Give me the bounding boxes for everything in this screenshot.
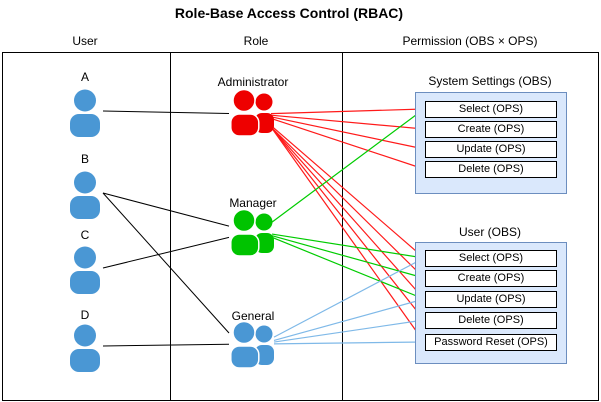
user-label-b: B bbox=[80, 152, 89, 166]
role-label-general: General bbox=[231, 309, 275, 323]
permission-group-label-user: User (OBS) bbox=[458, 225, 521, 239]
user-icon bbox=[70, 171, 100, 219]
op-box-user-delete: Delete (OPS) bbox=[425, 312, 557, 329]
user-icon bbox=[70, 246, 100, 294]
op-box-user-create: Create (OPS) bbox=[425, 270, 557, 287]
table-frame bbox=[2, 52, 599, 401]
role-icon-manager bbox=[230, 209, 274, 257]
column-divider-2 bbox=[342, 52, 343, 400]
op-box-ss-select: Select (OPS) bbox=[425, 101, 557, 118]
column-divider-1 bbox=[170, 52, 171, 400]
permission-group-label-system-settings: System Settings (OBS) bbox=[428, 74, 552, 88]
op-box-ss-update: Update (OPS) bbox=[425, 141, 557, 158]
diagram-title: Role-Base Access Control (RBAC) bbox=[174, 5, 404, 21]
user-label-a: A bbox=[80, 70, 89, 84]
column-header-user: User bbox=[72, 34, 98, 48]
user-label-c: C bbox=[80, 228, 90, 242]
column-header-permission: Permission (OBS × OPS) bbox=[402, 34, 538, 48]
role-icon-general bbox=[230, 321, 274, 369]
op-box-user-password-reset: Password Reset (OPS) bbox=[425, 334, 557, 351]
role-label-administrator: Administrator bbox=[217, 75, 289, 89]
role-label-manager: Manager bbox=[229, 196, 277, 210]
op-box-ss-delete: Delete (OPS) bbox=[425, 161, 557, 178]
op-box-user-select: Select (OPS) bbox=[425, 250, 557, 267]
user-icon bbox=[70, 89, 100, 137]
op-box-user-update: Update (OPS) bbox=[425, 291, 557, 308]
user-label-d: D bbox=[80, 308, 90, 322]
column-header-role: Role bbox=[243, 34, 269, 48]
user-icon bbox=[70, 324, 100, 372]
role-icon-administrator bbox=[230, 89, 274, 137]
op-box-ss-create: Create (OPS) bbox=[425, 121, 557, 138]
